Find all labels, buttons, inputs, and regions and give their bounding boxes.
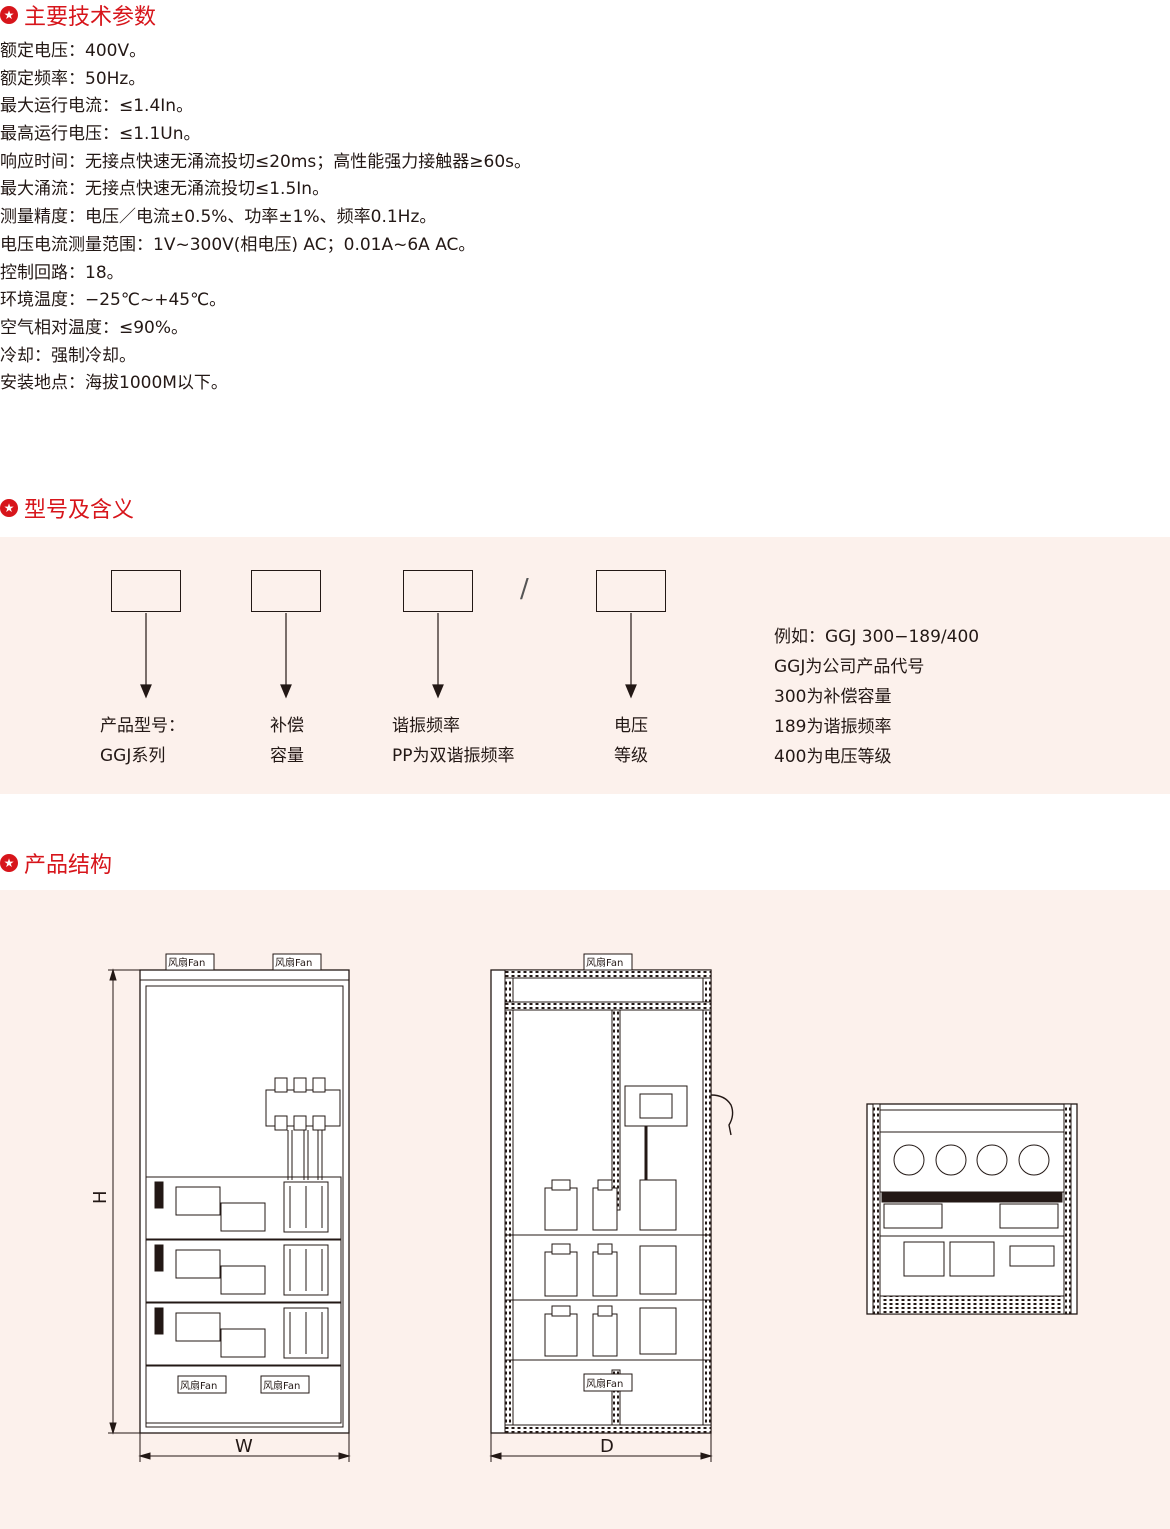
param-item: 安装地点：海拔1000M以下。 [0, 373, 228, 394]
dimension-d-label: D [600, 1436, 614, 1457]
section-title-structure: ★ 产品结构 [0, 848, 112, 878]
model-arrows [140, 613, 637, 699]
param-item: 控制回路：18。 [0, 262, 124, 283]
model-box-frequency [403, 570, 473, 612]
fan-label: 风扇Fan [168, 956, 205, 969]
section-title-text: 主要技术参数 [24, 5, 157, 30]
dimension-h-label: H [90, 1190, 111, 1204]
side-view [489, 953, 734, 1462]
param-item: 电压电流测量范围：1V~300V(相电压) AC；0.01A~6A AC。 [0, 234, 476, 255]
section-title-params: ★ 主要技术参数 [0, 0, 156, 30]
label-series: 产品型号： GGJ系列 [100, 716, 185, 766]
example-line: 300为补偿容量 [774, 687, 892, 707]
fan-label: 风扇Fan [275, 956, 312, 969]
model-example: 例如：GGJ 300−189/400 GGJ为公司产品代号 300为补偿容量 1… [774, 622, 979, 772]
param-item: 最大运行电流：≤1.4In。 [0, 96, 194, 117]
model-box-capacity [251, 570, 321, 612]
param-item: 冷却：强制冷却。 [0, 345, 136, 366]
param-item: 环境温度：−25℃~+45℃。 [0, 290, 227, 311]
top-view [866, 1103, 1078, 1315]
param-item: 最大涌流：无接点快速无涌流投切≤1.5In。 [0, 179, 330, 200]
dimension-w-label: W [235, 1436, 253, 1457]
section-title-text: 产品结构 [24, 853, 113, 878]
star-circle-icon: ★ [0, 854, 18, 872]
example-line: GGJ为公司产品代号 [774, 657, 925, 677]
param-item: 响应时间：无接点快速无涌流投切≤20ms；高性能强力接触器≥60s。 [0, 151, 532, 172]
star-circle-icon: ★ [0, 6, 18, 24]
param-list: 额定电压：400V。 额定频率：50Hz。 最大运行电流：≤1.4In。 最高运… [0, 38, 531, 398]
param-item: 测量精度：电压／电流±0.5%、功率±1%、频率0.1Hz。 [0, 207, 437, 228]
fan-label: 风扇Fan [263, 1379, 300, 1392]
star-circle-icon: ★ [0, 499, 18, 517]
fan-label: 风扇Fan [586, 1377, 623, 1390]
param-item: 额定电压：400V。 [0, 41, 147, 61]
label-frequency: 谐振频率 PP为双谐振频率 [392, 716, 515, 766]
example-line: 189为谐振频率 [774, 717, 892, 737]
label-voltage: 电压 等级 [614, 716, 648, 766]
fan-label: 风扇Fan [586, 956, 623, 969]
param-item: 最高运行电压：≤1.1Un。 [0, 124, 201, 145]
structure-drawings: 风扇Fan 风扇Fan 风扇Fan 风扇Fan H W [90, 953, 1078, 1462]
model-box-series [111, 570, 181, 612]
example-line: 例如：GGJ 300−189/400 [774, 627, 980, 647]
param-item: 额定频率：50Hz。 [0, 68, 146, 89]
param-item: 空气相对温度：≤90%。 [0, 317, 189, 338]
model-band [0, 537, 1170, 794]
section-title-text: 型号及含义 [24, 498, 135, 523]
front-view [108, 953, 351, 1462]
model-slash: / [520, 574, 529, 604]
model-box-voltage [596, 570, 666, 612]
example-line: 400为电压等级 [774, 747, 892, 767]
section-title-model: ★ 型号及含义 [0, 493, 134, 523]
fan-label: 风扇Fan [180, 1379, 217, 1392]
label-capacity: 补偿 容量 [270, 716, 304, 766]
